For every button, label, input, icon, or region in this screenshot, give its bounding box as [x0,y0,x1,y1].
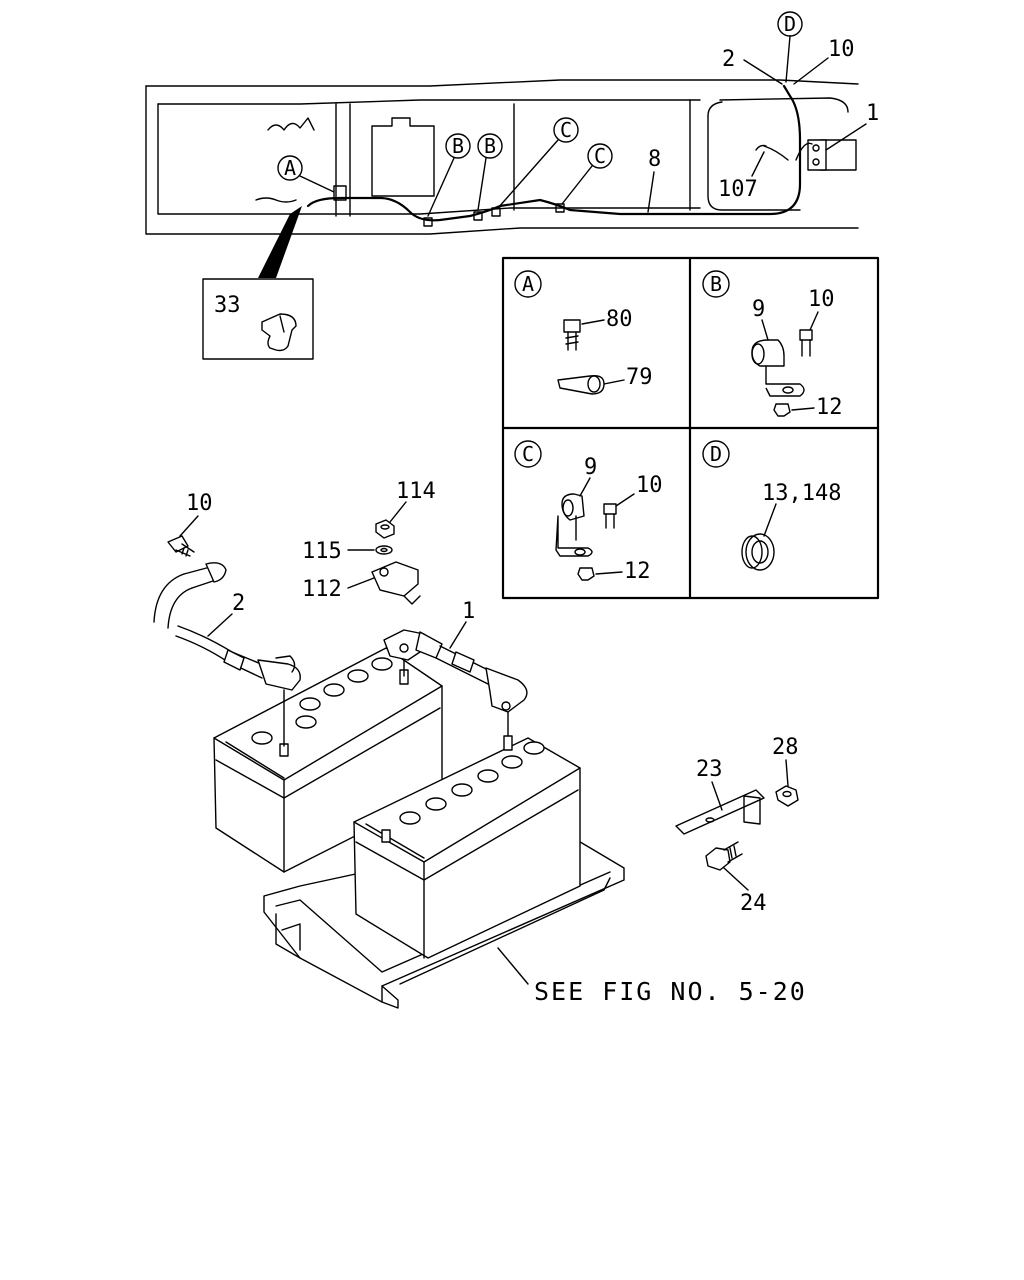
callout-letter: C [594,144,606,168]
nut-114 [375,519,395,539]
part-label-79: 79 [626,365,653,390]
part-label-24: 24 [740,891,767,916]
part-label-12-c: 12 [624,559,651,584]
battery-cable-2 [153,562,301,747]
part-label-107-top: 107 [718,177,758,202]
callout-c2-top: C [561,143,613,205]
part-label-115: 115 [302,539,342,564]
part-label-33: 33 [214,293,241,318]
part-label-10-c: 10 [636,473,663,498]
part-label-1-battery: 1 [462,599,475,624]
callout-d-top: D [777,11,803,83]
terminal-112 [371,561,421,605]
callout-b2-top: B [477,133,503,211]
battery-rear-caps [251,657,393,745]
part-label-9-b: 9 [752,297,765,322]
part-label-80: 80 [606,307,633,332]
washer-115 [375,545,393,555]
callout-a-top: A [277,155,335,193]
part-label-1-top: 1 [866,101,879,126]
callout-letter: A [284,156,296,180]
nut-28 [775,785,799,807]
part-label-9-c: 9 [584,455,597,480]
panel-letter: B [710,272,722,296]
wiring-harness [258,84,827,278]
panel-letter: A [522,272,534,296]
part-label-10-top: 10 [828,37,855,62]
callout-b1-top: B [427,133,471,217]
part-label-112: 112 [302,577,342,602]
part-label-28: 28 [772,735,799,760]
reference-note: SEE FIG NO. 5-20 [534,977,807,1006]
part-label-10-battery: 10 [186,491,213,516]
part-label-23: 23 [696,757,723,782]
callout-letter: B [484,134,496,158]
callout-letter: C [560,118,572,142]
part-label-10-b: 10 [808,287,835,312]
part-label-114: 114 [396,479,436,504]
part-label-12-b: 12 [816,395,843,420]
battery-cable-1 [383,629,528,737]
battery-front [353,735,581,959]
battery-front-caps [399,741,545,825]
detail-panels [501,256,880,600]
part-label-2-battery: 2 [232,591,245,616]
panel-letter: D [710,442,722,466]
panel-c: C 9 10 12 [514,440,663,584]
panel-b: B 9 10 12 [702,270,843,420]
part-label-13-148: 13,148 [762,481,841,506]
panel-d: D 13,148 [702,440,841,571]
frame-rail [145,79,859,235]
panel-a: A 80 79 [514,270,653,395]
bolt-24 [705,841,743,871]
part-label-8-top: 8 [648,147,661,172]
part-label-2-top: 2 [722,47,735,72]
callout-letter: D [784,12,796,36]
bolt-10-left [167,535,195,557]
callout-c1-top: C [497,117,579,209]
callout-letter: B [452,134,464,158]
bracket-23 [675,789,765,835]
panel-letter: C [522,442,534,466]
inset-box-33: 33 [202,278,314,360]
